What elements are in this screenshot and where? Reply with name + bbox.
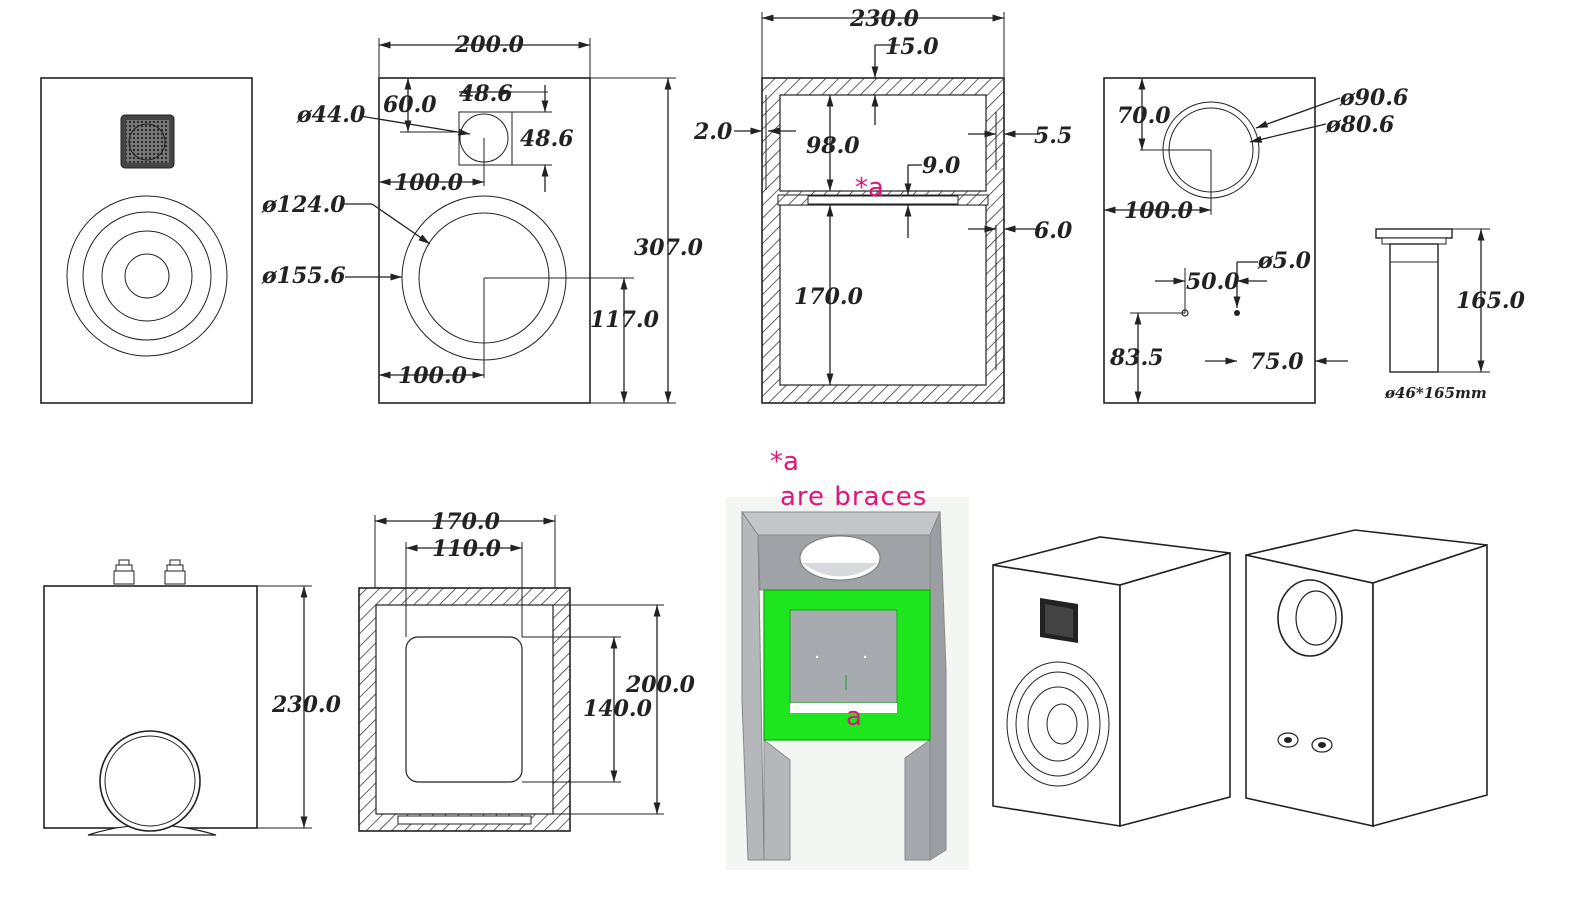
brace-render-view: a *a are braces <box>726 447 969 870</box>
side-left-gap-label: 2.0 <box>693 119 733 145</box>
side-right-top-label: 5.5 <box>1034 123 1072 149</box>
front-panel-dimensions: 200.0 48.6 48.6 60.0 ø44.0 100.0 ø124.0 … <box>261 32 704 404</box>
port-top-label: 70.0 <box>1117 103 1171 129</box>
top-view: 230.0 <box>43 559 342 836</box>
front-width-label: 200.0 <box>454 32 525 58</box>
speaker-3d-back <box>1245 529 1488 828</box>
side-upper-chamber-label: 98.0 <box>806 133 860 159</box>
woofer-offset-label: 100.0 <box>398 363 468 389</box>
plan-section-view: 170.0 110.0 200.0 140.0 <box>358 509 696 832</box>
port-offset-label: 100.0 <box>1124 198 1194 224</box>
tweeter-box-height-label: 48.6 <box>520 126 574 152</box>
woofer-height-label: 117.0 <box>590 307 660 333</box>
tweeter-box-width-label: 48.6 <box>459 81 513 107</box>
terminal-spacing-label: 50.0 <box>1186 269 1240 295</box>
brace-note-text: are braces <box>780 482 927 512</box>
plan-inner-opening-label: 110.0 <box>432 536 502 562</box>
woofer-hole-label: ø124.0 <box>261 192 346 218</box>
top-depth-label: 230.0 <box>271 692 342 718</box>
side-brace-label: 9.0 <box>922 153 961 179</box>
woofer-outer-label: ø155.6 <box>261 263 346 289</box>
back-panel-view: ø90.6 ø80.6 70.0 100.0 50.0 ø5.0 83.5 75… <box>1103 77 1408 404</box>
side-depth-label: 230.0 <box>849 6 920 32</box>
plan-outer-width-label: 170.0 <box>431 509 501 535</box>
terminal-hole-label: ø5.0 <box>1257 248 1312 274</box>
tube-length-label: 165.0 <box>1456 288 1526 314</box>
front-view <box>40 77 253 404</box>
terminal-height-label: 83.5 <box>1109 345 1164 371</box>
port-tube-view: 165.0 ø46*165mm <box>1375 228 1526 402</box>
brace-label: a <box>846 702 862 732</box>
plan-outer-height-label: 200.0 <box>625 672 696 698</box>
port-inner-label: ø80.6 <box>1325 112 1394 138</box>
tweeter-offset-label: 100.0 <box>394 170 464 196</box>
tube-size-label: ø46*165mm <box>1384 384 1487 402</box>
tweeter-top-label: 60.0 <box>383 92 437 118</box>
brace-note-marker: *a <box>770 447 799 477</box>
front-height-label: 307.0 <box>634 235 704 261</box>
tweeter-hole-label: ø44.0 <box>296 102 366 128</box>
terminal-side-label: 75.0 <box>1250 349 1304 375</box>
plan-inner-height-label: 140.0 <box>583 696 653 722</box>
port-outer-label: ø90.6 <box>1339 85 1408 111</box>
speaker-3d-front <box>992 536 1231 828</box>
side-right-bottom-label: 6.0 <box>1034 218 1073 244</box>
side-lower-chamber-label: 170.0 <box>794 284 864 310</box>
side-top-wall-label: 15.0 <box>885 34 939 60</box>
side-brace-marker: *a <box>855 173 884 203</box>
side-section-view: 230.0 15.0 2.0 98.0 9.0 170.0 5.5 6.0 *a <box>693 6 1073 404</box>
